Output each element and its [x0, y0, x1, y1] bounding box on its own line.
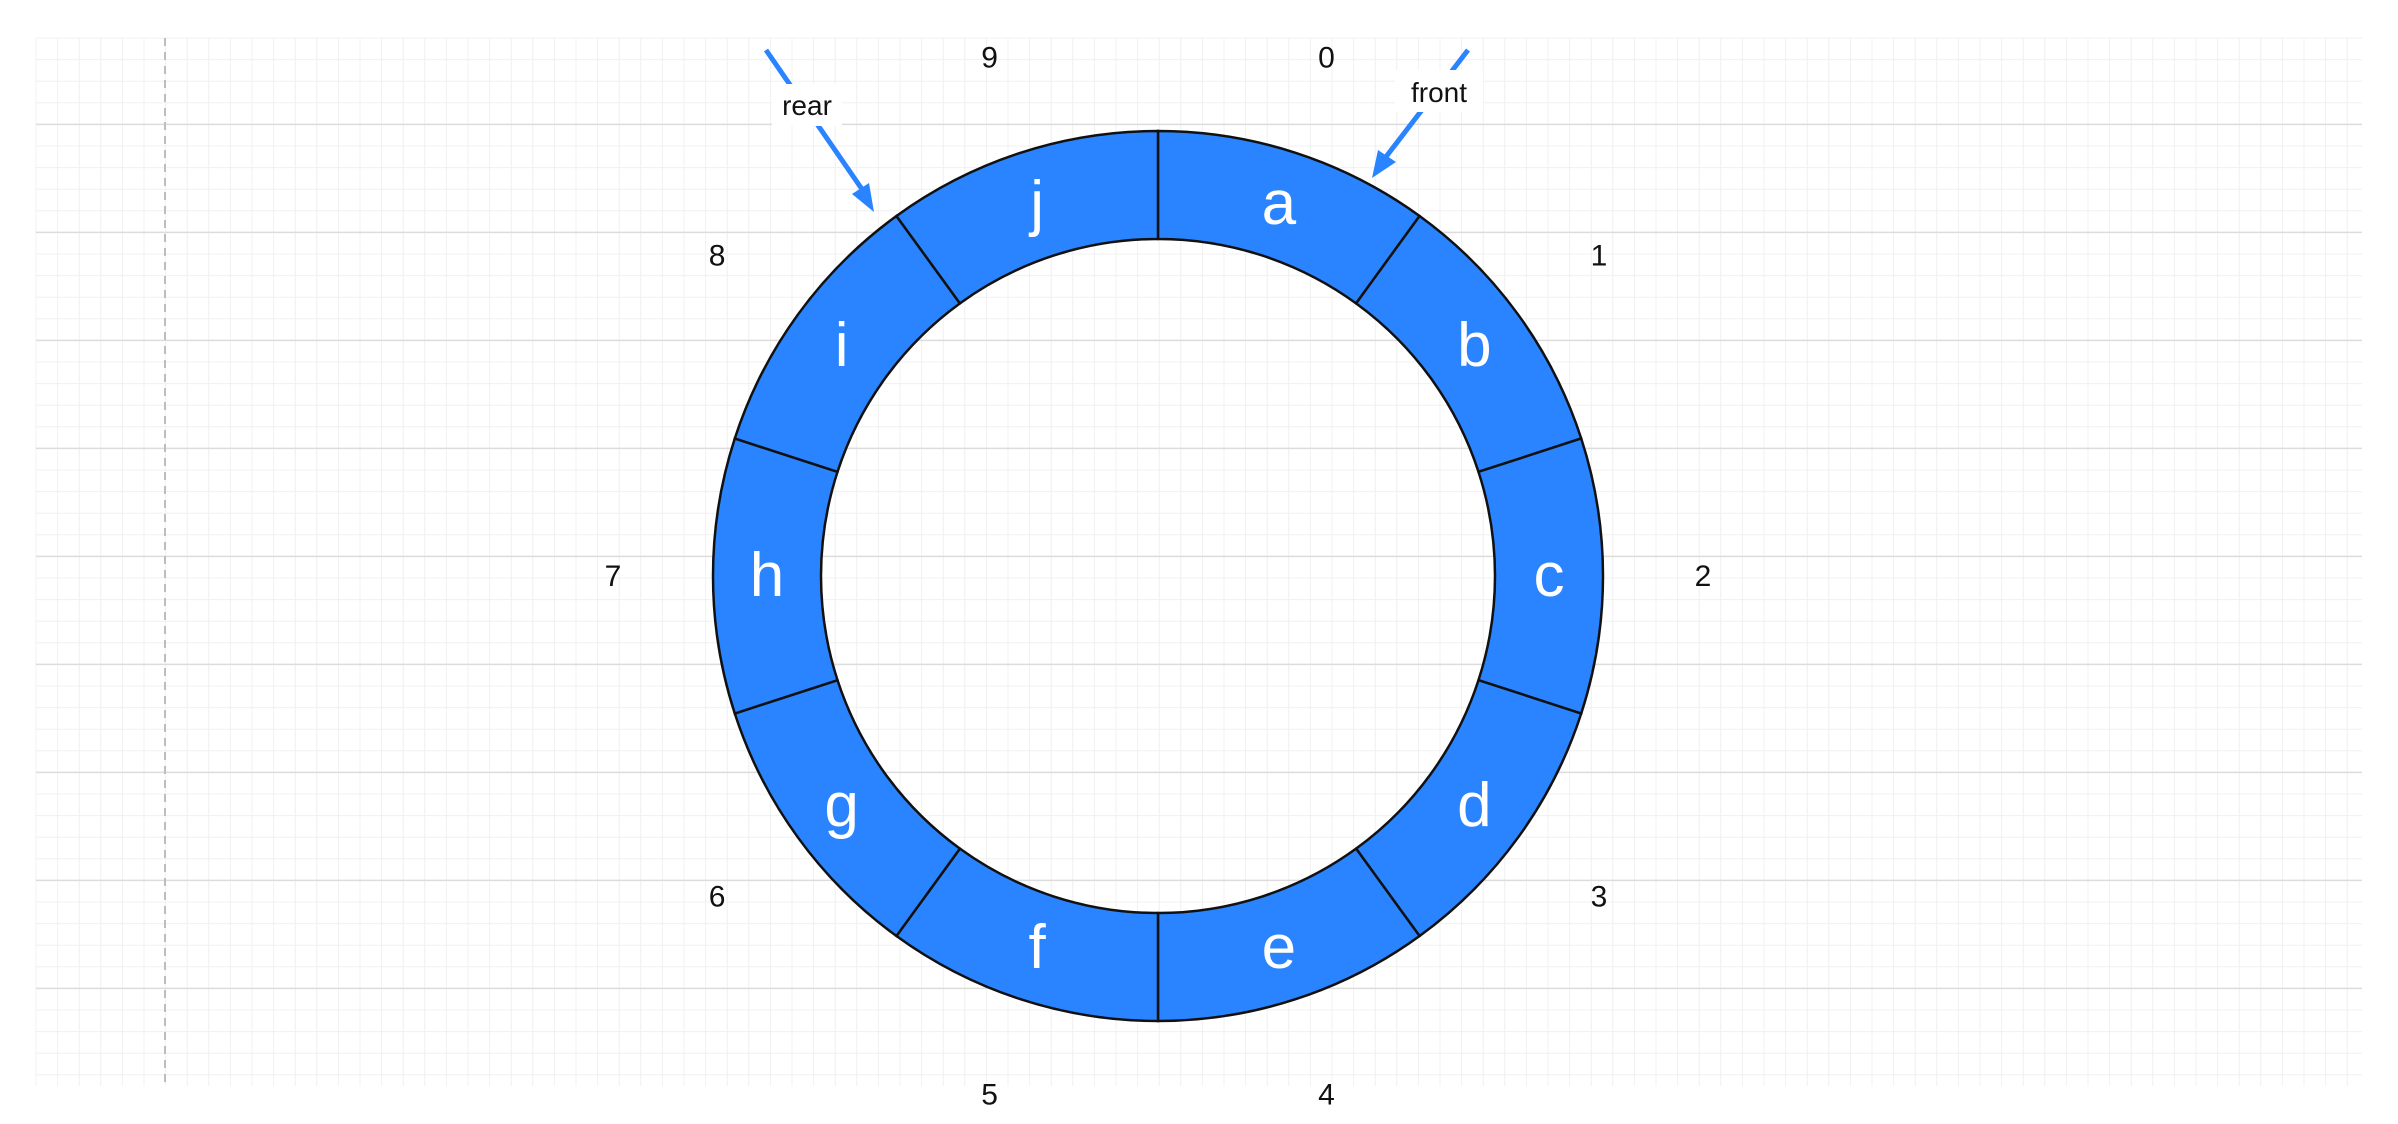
slot-letter-a: a — [1262, 169, 1297, 238]
slot-letter-g: g — [824, 771, 858, 840]
slot-index-5: 5 — [981, 1078, 998, 1111]
slot-letter-c: c — [1534, 541, 1565, 610]
index-labels: 0 1 2 3 4 5 6 7 8 9 — [605, 42, 1712, 1112]
rear-arrowhead — [852, 183, 874, 212]
front-label: front — [1411, 77, 1467, 108]
slot-letter-h: h — [750, 541, 784, 610]
rear-label-bg — [772, 84, 842, 126]
front-pointer: front — [1372, 48, 1483, 178]
slot-index-1: 1 — [1591, 240, 1608, 273]
slot-index-2: 2 — [1695, 560, 1712, 593]
slot-index-9: 9 — [981, 42, 998, 75]
slot-index-0: 0 — [1318, 42, 1335, 75]
slot-index-6: 6 — [709, 880, 726, 913]
queue-slot-9 — [894, 129, 1160, 306]
slot-index-3: 3 — [1591, 880, 1608, 913]
queue-ring: a b c d e f g h i j — [711, 129, 1605, 1023]
front-label-bg — [1395, 70, 1483, 112]
slot-letter-j: j — [1028, 169, 1044, 238]
slot-letter-i: i — [835, 311, 849, 380]
slot-index-8: 8 — [709, 240, 726, 273]
slot-index-7: 7 — [605, 560, 622, 593]
slot-index-4: 4 — [1318, 1078, 1335, 1111]
rear-pointer: rear — [763, 48, 874, 212]
background-grid — [35, 37, 2362, 1086]
front-arrowhead — [1372, 150, 1396, 178]
slot-letter-d: d — [1457, 771, 1491, 840]
slot-letter-b: b — [1457, 311, 1491, 380]
rear-label: rear — [782, 90, 832, 121]
slot-letter-f: f — [1029, 913, 1047, 982]
slot-letter-e: e — [1262, 913, 1296, 982]
